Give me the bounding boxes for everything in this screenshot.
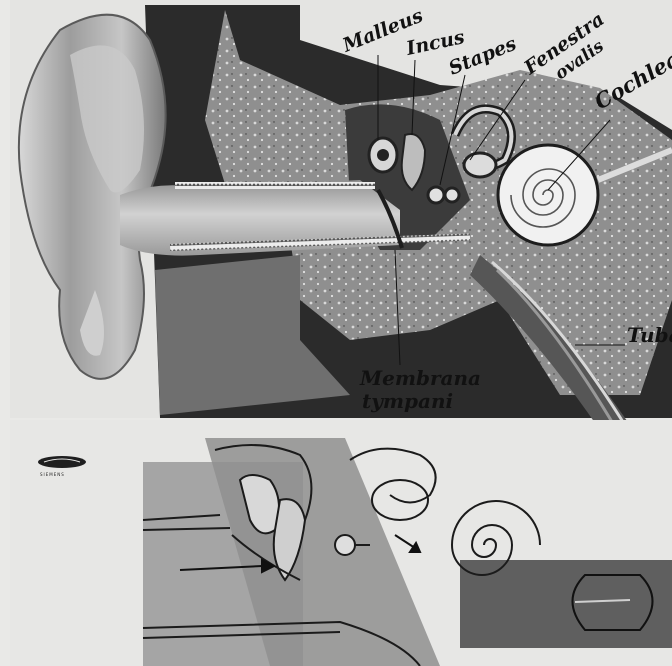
label-tympani: tympani	[362, 389, 453, 413]
schematic-stapes	[335, 535, 355, 555]
label-tuba: Tuba	[627, 323, 672, 347]
malleus-head	[377, 149, 389, 161]
canal-skin-top	[175, 182, 375, 189]
stapes-footplate	[445, 188, 459, 202]
logo-text: SIEMENS	[40, 472, 65, 477]
vestibule	[464, 153, 496, 177]
label-membrana: Membrana	[359, 366, 481, 390]
cochlea-shell	[498, 145, 598, 245]
stapes-bone	[428, 187, 444, 203]
